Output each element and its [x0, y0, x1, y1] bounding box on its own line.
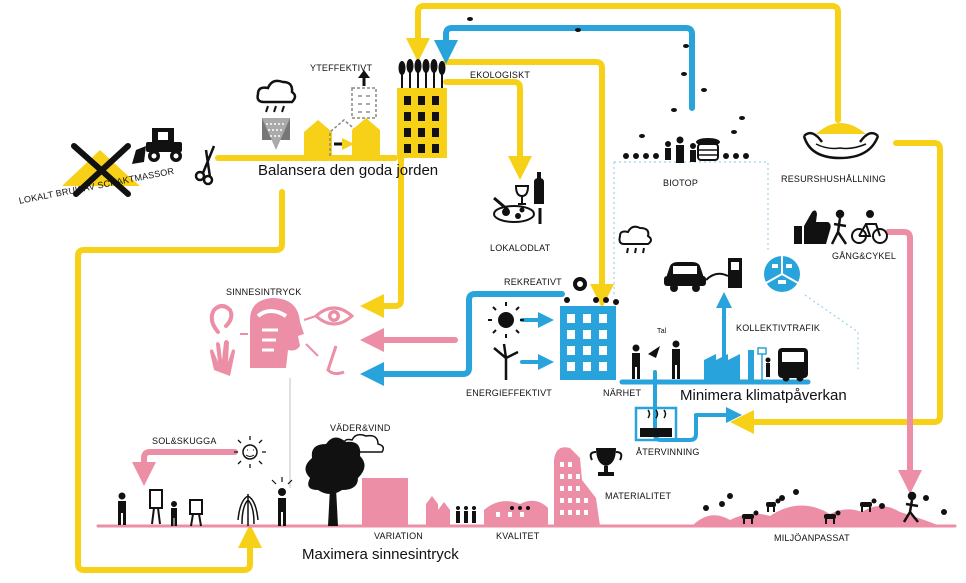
flower-icon — [703, 489, 947, 515]
label-atervinning: ÅTERVINNING — [636, 447, 700, 457]
fountain-icon — [237, 494, 259, 526]
wine-glass-icon — [514, 185, 530, 205]
bus-icon — [778, 348, 808, 382]
painter-icon — [118, 489, 203, 527]
ear-icon — [209, 304, 234, 334]
building-icon — [397, 88, 447, 158]
thumbs-up-icon — [794, 210, 831, 244]
materialitet-tower — [554, 447, 600, 526]
family-icon — [665, 136, 696, 163]
head-profile-icon — [250, 298, 304, 368]
rain-cloud-icon — [618, 225, 652, 254]
tree-icon — [305, 437, 365, 526]
building-icon — [560, 306, 616, 380]
yellow-flow-lines — [75, 3, 943, 573]
label-sinnesintryck: SINNESINTRYCK — [226, 287, 302, 297]
bottle-icon — [534, 172, 544, 204]
house-outline-icon — [304, 118, 380, 156]
label-kvalitet: KVALITET — [496, 531, 540, 541]
vertical-growth-icon — [351, 70, 377, 119]
label-sol-skugga: SOL&SKUGGA — [152, 436, 217, 446]
car-icon — [664, 262, 706, 292]
people-group-icon — [456, 506, 476, 523]
nose-icon — [326, 345, 345, 376]
people-talking-icon — [632, 340, 680, 379]
sun-icon — [234, 436, 266, 468]
flow-to-maximera — [75, 189, 285, 573]
kvalitet-buildings — [484, 500, 548, 526]
scissors-icon — [194, 145, 216, 186]
variation-block — [362, 478, 408, 526]
bicycle-icon — [851, 210, 888, 244]
flow-resources-loop — [730, 140, 943, 434]
label-resurshushallning: RESURSHUSHÅLLNING — [781, 174, 886, 184]
flow-resources-to-building — [406, 3, 841, 123]
label-gang-cykel: GÅNG&CYKEL — [832, 251, 897, 261]
miljoanpassat-hills — [692, 505, 940, 526]
recycling-tank-icon — [634, 406, 678, 442]
heading-balansera: Balansera den goda jorden — [258, 162, 439, 179]
label-lokalodlat: LOKALODLAT — [490, 243, 551, 253]
sun-icon — [488, 302, 524, 338]
label-energieffektivt: ENERGIEFFEKTIVT — [466, 388, 553, 398]
label-rekreativt: REKREATIVT — [504, 277, 562, 287]
cloud-wind-icon — [328, 433, 385, 453]
flow-sun-to-shade — [132, 449, 238, 486]
flow-building-to-rekreativt — [443, 59, 614, 308]
label-narhet: NÄRHET — [603, 388, 642, 398]
soil-infiltration-icon — [262, 118, 290, 150]
hand-icon — [210, 340, 235, 376]
label-vader-vind: VÄDER&VIND — [330, 423, 391, 433]
walking-person-icon — [830, 209, 848, 245]
flower-icon — [564, 277, 619, 305]
flow-rekreativt-to-sinnes — [360, 291, 565, 386]
blue-dotted-lines — [613, 161, 859, 372]
flower-icon — [623, 153, 749, 159]
label-miljoanpassat: MILJÖANPASSAT — [774, 533, 850, 543]
label-materialitet: MATERIALITET — [605, 491, 672, 501]
label-kollektivtrafik: KOLLEKTIVTRAFIK — [736, 323, 821, 333]
label-variation: VARIATION — [374, 531, 423, 541]
label-ekologiskt: EKOLOGISKT — [470, 70, 531, 80]
flow-biotop-to-building — [434, 25, 695, 111]
heading-minimera: Minimera klimatpåverkan — [680, 387, 847, 404]
walking-person-icon — [902, 491, 919, 523]
hands-holding-icon — [802, 123, 880, 160]
blue-flow-lines — [360, 25, 811, 442]
factory-icon — [704, 350, 754, 380]
charging-cable — [705, 272, 729, 281]
label-biotop: BIOTOP — [663, 178, 699, 188]
flow-gangcykel-to-miljo — [885, 229, 922, 494]
beehive-icon — [696, 138, 720, 161]
bee-icon — [467, 17, 745, 138]
heading-maximera: Maximera sinnesintryck — [302, 546, 459, 563]
crossed-dirt-pile-icon — [62, 143, 140, 197]
label-yteffektivt: YTEFFEKTIVT — [310, 63, 373, 73]
transport-circle-icon — [764, 256, 800, 292]
trophy-icon — [589, 448, 623, 476]
label-tal: Tal — [657, 328, 667, 335]
bus-stop-person-icon — [757, 347, 771, 380]
bulldozer-icon — [132, 128, 182, 164]
person-icon — [271, 477, 293, 526]
flow-to-lokalodlat — [443, 79, 532, 180]
wind-turbine-icon — [493, 343, 519, 380]
plate-icon — [493, 196, 542, 224]
eye-icon — [313, 306, 355, 326]
rain-cloud-icon — [256, 79, 297, 113]
industrial-silhouette — [426, 496, 450, 526]
ray-lines — [240, 315, 319, 357]
goat-icon — [742, 498, 877, 524]
wheat-icon — [398, 59, 446, 88]
charging-station-icon — [728, 258, 742, 288]
flow-to-sinnesintryck — [360, 142, 404, 318]
